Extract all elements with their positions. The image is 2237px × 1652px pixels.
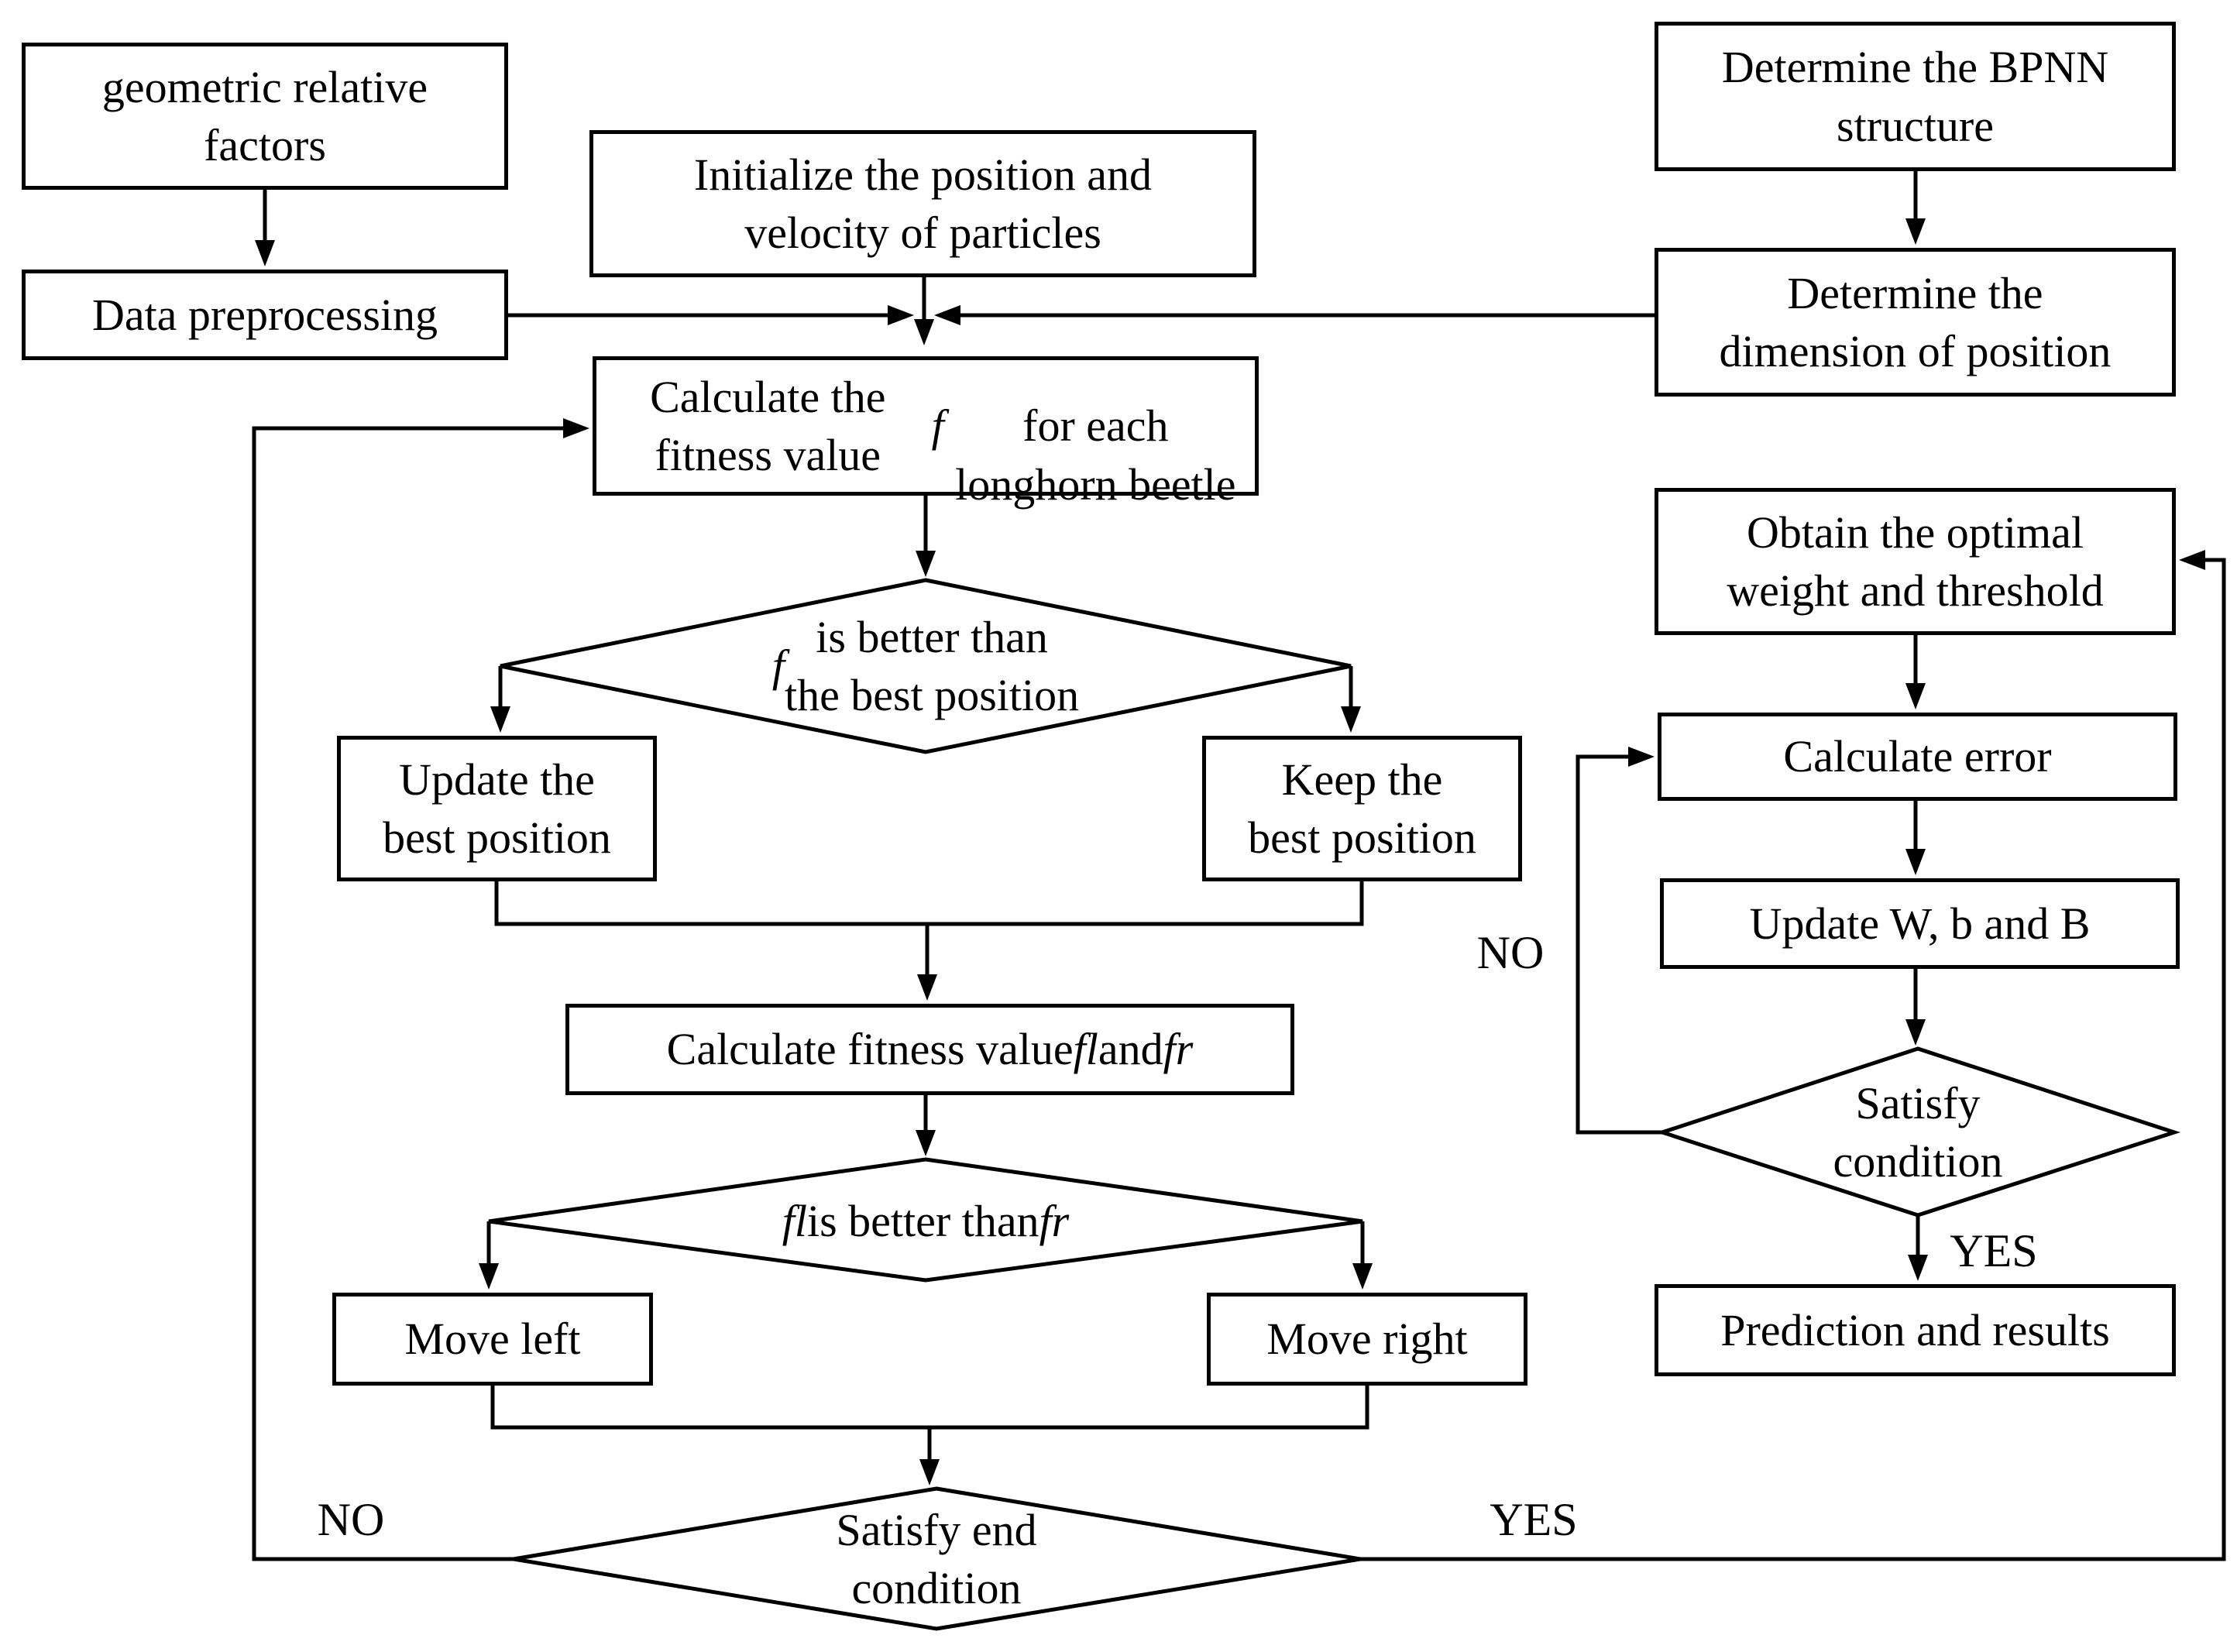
edge-decision3-yes-to-obtain: [1360, 550, 2226, 1561]
train-loop-yes-label: YES: [1950, 1225, 2038, 1276]
node-calc-fitness-fl-fr: Calculate fitness value fl and fr: [565, 1004, 1294, 1095]
edge-decision4-no-loop: [1576, 747, 1662, 1135]
edge-decision3-no-loop: [252, 418, 589, 1561]
decision4-diamond-shape: [1655, 1046, 2181, 1218]
node-calc-fitness-f: Calculate the fitness value f for each l…: [593, 356, 1259, 510]
end-condition-no-label: NO: [317, 1494, 385, 1545]
node-obtain-optimal-weight: Obtain the optimal weight and threshold: [1655, 488, 2176, 635]
node-bpnn-structure: Determine the BPNN structure: [1655, 22, 2176, 171]
edge-update-keep-join: [494, 881, 1364, 926]
node-geometric-factors: geometric relative factors: [22, 43, 508, 190]
train-loop-no-label: NO: [1476, 927, 1545, 978]
node-update-best-position: Update the best position: [337, 736, 657, 881]
decision2-diamond-shape: [488, 1157, 1363, 1283]
decision1-diamond-shape: [500, 578, 1352, 754]
node-data-preprocessing: Data preprocessing: [22, 270, 508, 360]
node-update-wbb: Update W, b and B: [1660, 878, 2180, 969]
node-prediction-results: Prediction and results: [1655, 1284, 2176, 1376]
node-dimension-position: Determine the dimension of position: [1655, 248, 2176, 397]
node-keep-best-position: Keep the best position: [1202, 736, 1522, 881]
edge-move-join: [490, 1386, 1369, 1430]
decision3-diamond-shape: [513, 1486, 1361, 1631]
node-move-left: Move left: [332, 1293, 653, 1386]
end-condition-yes-label: YES: [1490, 1494, 1578, 1545]
node-calculate-error: Calculate error: [1658, 713, 2177, 801]
node-move-right: Move right: [1207, 1293, 1527, 1386]
node-initialize-particles: Initialize the position and velocity of …: [589, 130, 1256, 277]
